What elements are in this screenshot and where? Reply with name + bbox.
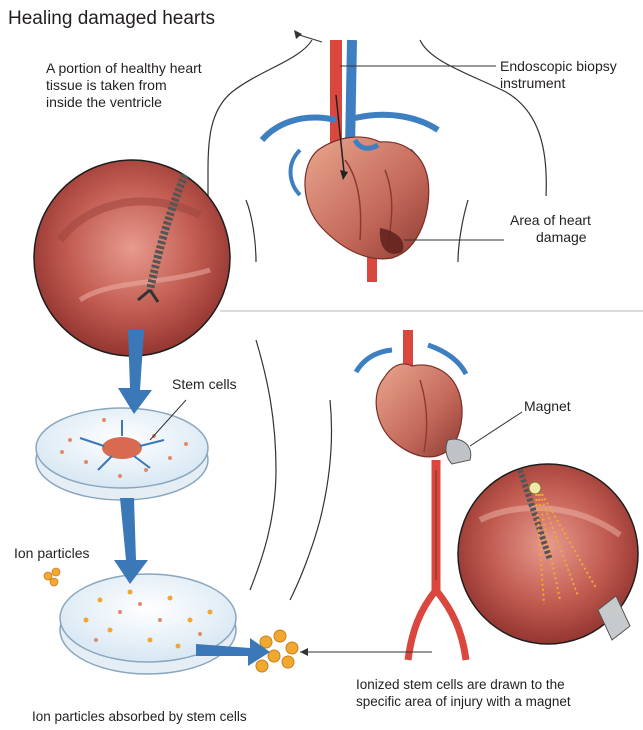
- instrument-label: Endoscopic biopsy instrument: [500, 58, 617, 92]
- damage-label-line-2: damage: [510, 229, 591, 246]
- ionized-label: Ionized stem cells are drawn to the spec…: [356, 676, 571, 710]
- biopsy-description: A portion of healthy heart tissue is tak…: [46, 60, 202, 111]
- biopsy-description-line-2: tissue is taken from: [46, 77, 202, 94]
- ion-particles-label: Ion particles: [14, 545, 89, 562]
- biopsy-description-line-3: inside the ventricle: [46, 94, 202, 111]
- instrument-label-line-2: instrument: [500, 75, 617, 92]
- lower-heart: [356, 330, 471, 660]
- ion-particle-cluster-icon: [44, 568, 60, 586]
- torso-outline-bottom: [250, 340, 332, 600]
- magnet-label: Magnet: [524, 398, 571, 415]
- damage-label: Area of heart damage: [510, 212, 591, 246]
- instrument-label-line-1: Endoscopic biopsy: [500, 58, 617, 75]
- biopsy-description-line-1: A portion of healthy heart: [46, 60, 202, 77]
- biopsy-magnified-view: [34, 160, 230, 356]
- magnet-leader: [470, 412, 522, 446]
- injury-magnified-view: [458, 464, 638, 644]
- damage-label-line-1: Area of heart: [510, 212, 591, 229]
- ionized-label-line-2: specific area of injury with a magnet: [356, 693, 571, 710]
- petri-dish-ion-particles: [60, 574, 236, 674]
- upper-heart: [262, 40, 438, 282]
- ionized-label-line-1: Ionized stem cells are drawn to the: [356, 676, 571, 693]
- absorbed-label: Ion particles absorbed by stem cells: [32, 708, 247, 725]
- petri-dish-stem-cells: [36, 408, 208, 500]
- stem-cells-label: Stem cells: [172, 376, 237, 393]
